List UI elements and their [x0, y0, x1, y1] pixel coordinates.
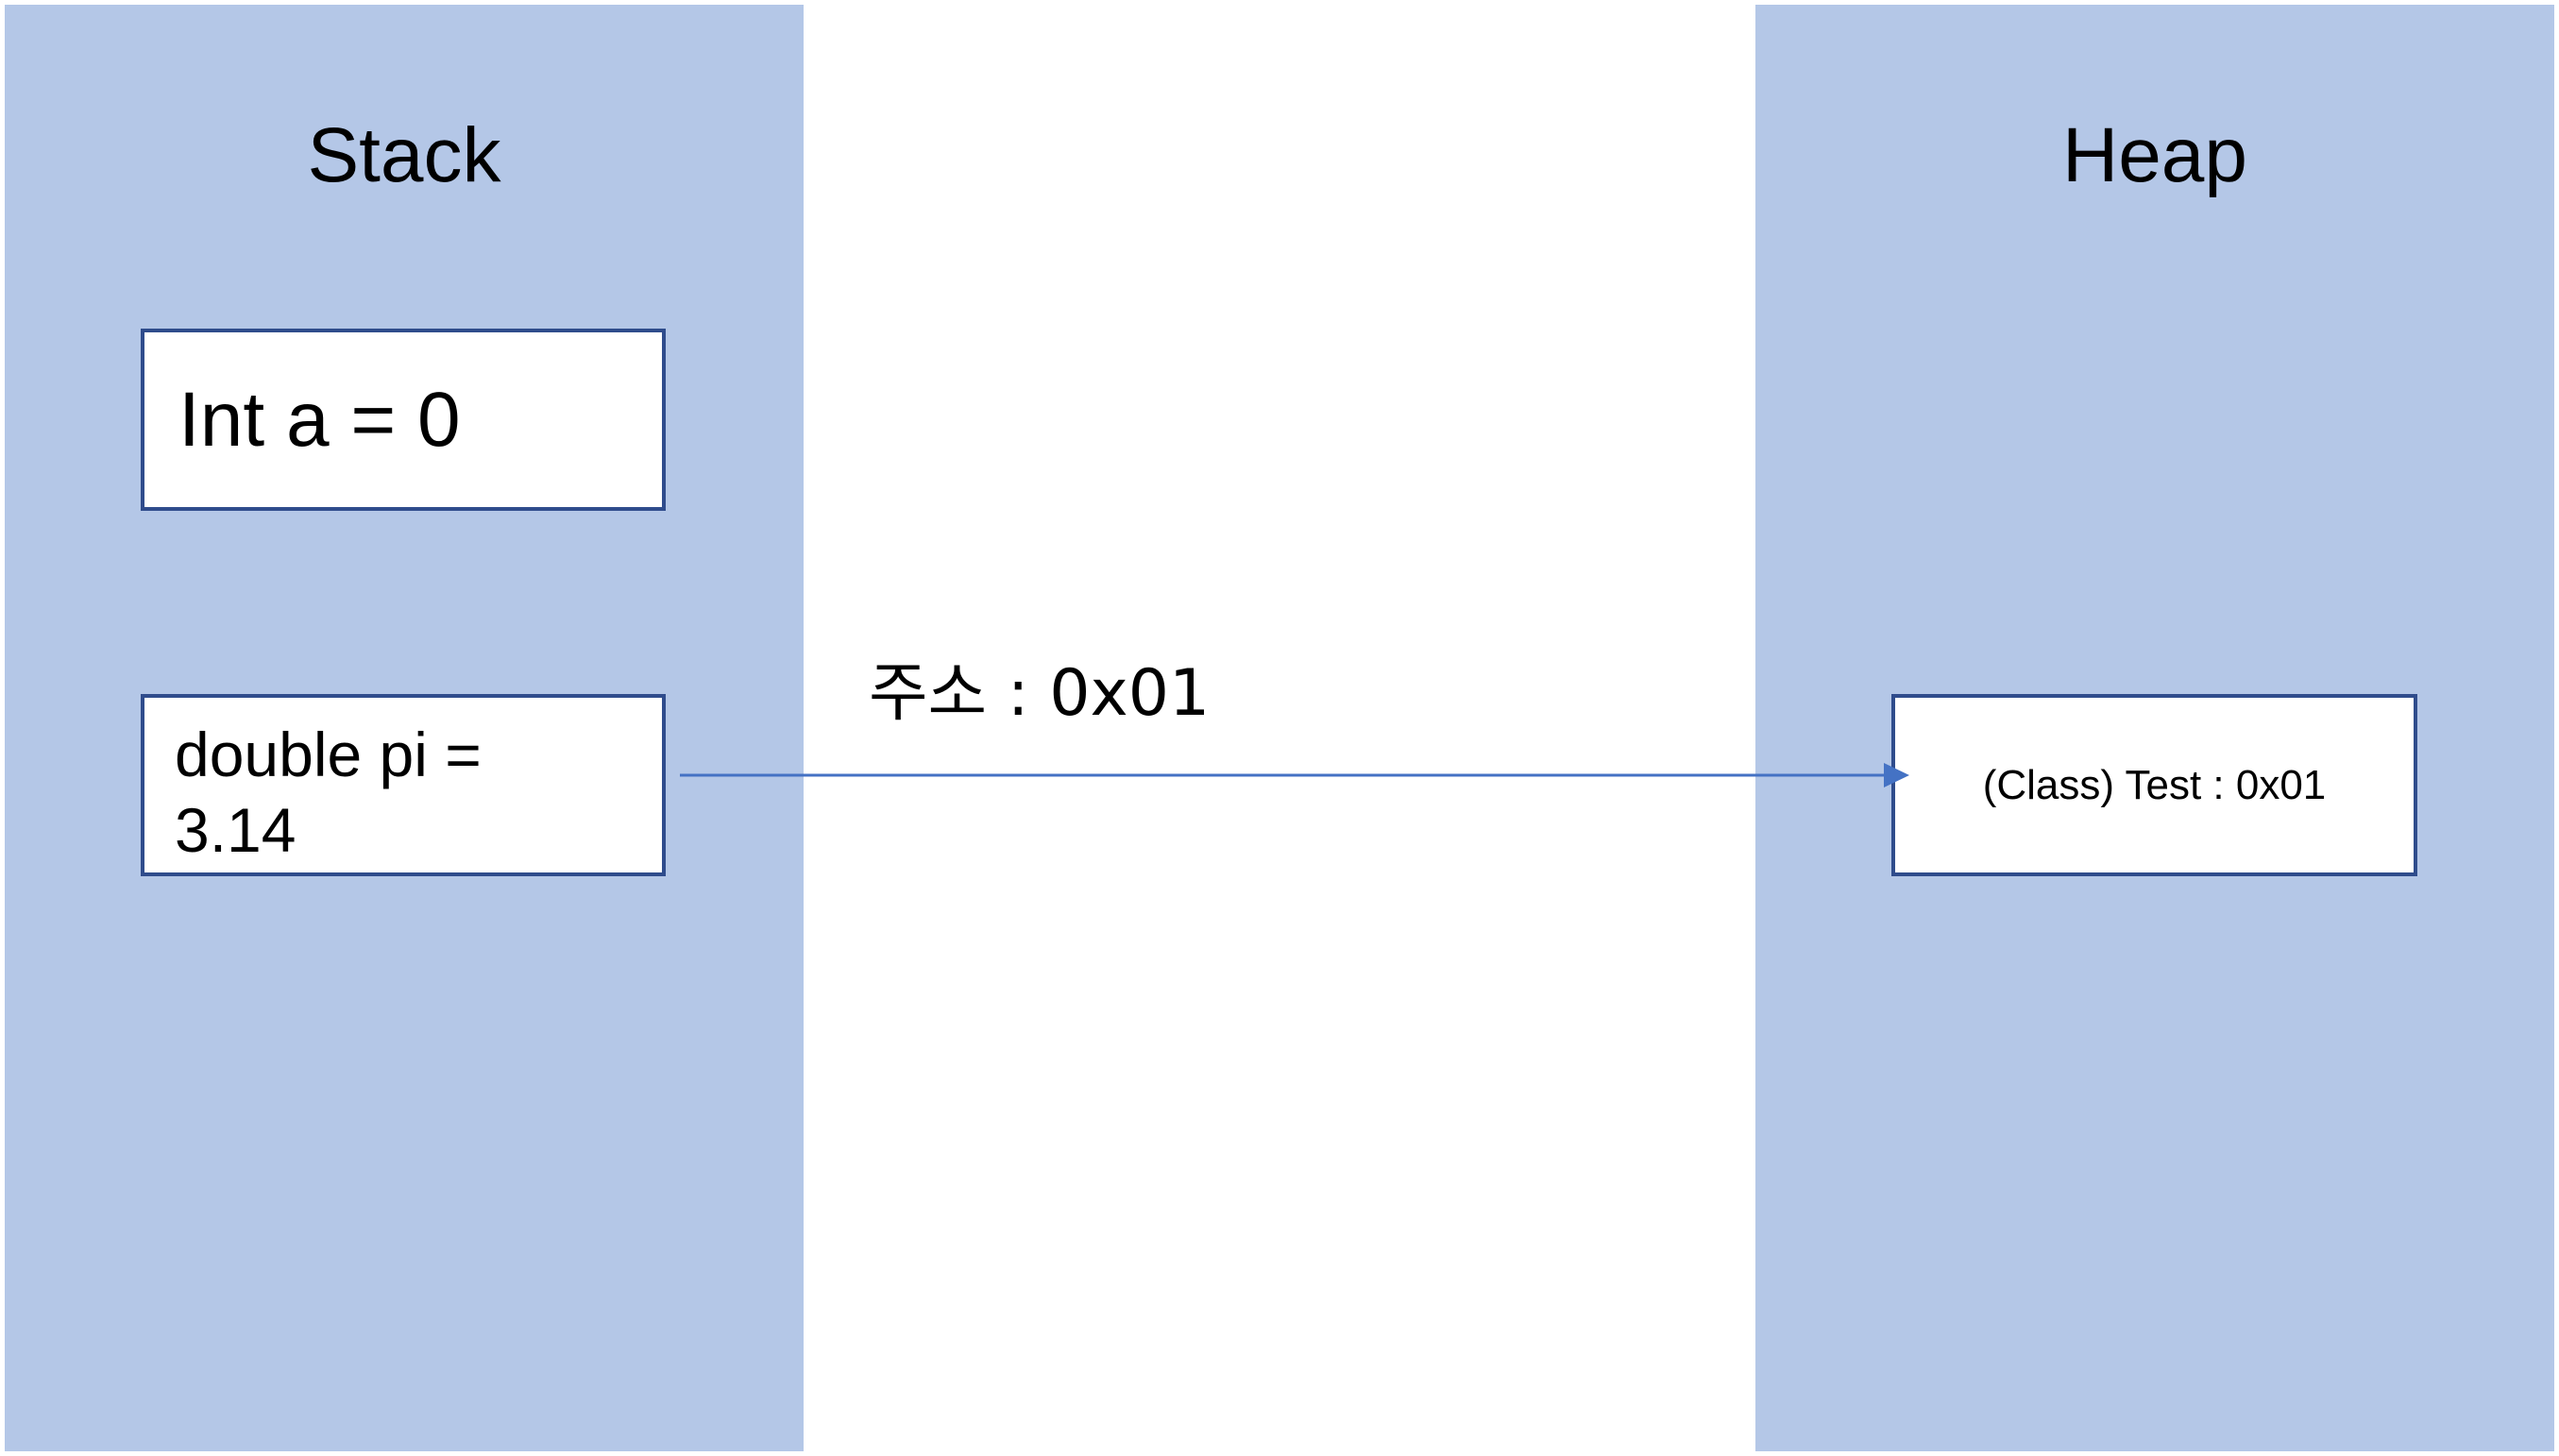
stack-variable-int-a: Int a = 0 [141, 329, 666, 511]
heap-panel: Heap [1755, 5, 2554, 1451]
stack-variable-int-a-label: Int a = 0 [178, 376, 461, 463]
stack-variable-double-pi: double pi = 3.14 [141, 694, 666, 876]
heap-title: Heap [2061, 112, 2248, 198]
reference-address-label: 주소 : 0x01 [869, 656, 1211, 731]
heap-object-test: (Class) Test : 0x01 [1891, 694, 2417, 876]
stack-variable-double-pi-label: double pi = 3.14 [175, 720, 482, 865]
stack-title: Stack [307, 112, 501, 198]
heap-object-test-label: (Class) Test : 0x01 [1982, 761, 2327, 808]
